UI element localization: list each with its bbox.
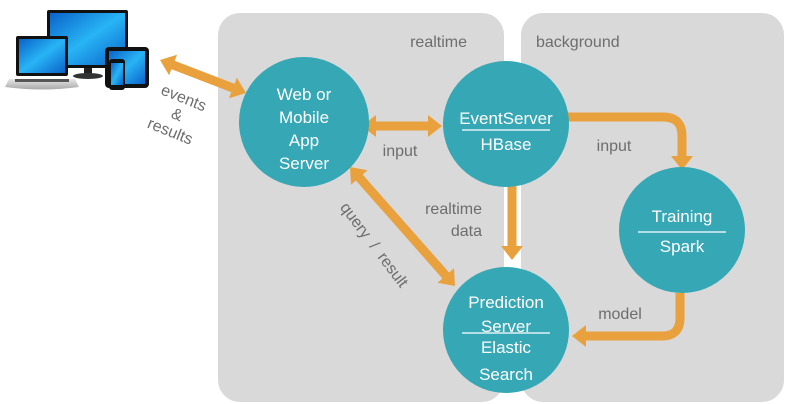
arrow-shaft: [585, 293, 685, 341]
panel-realtime-label: realtime: [410, 34, 467, 51]
arrow-app-prediction: [350, 167, 455, 286]
node-subtitle-line: Search: [479, 365, 533, 384]
node-title-line: Training: [652, 207, 713, 226]
node-circle: [239, 57, 369, 187]
edge-label-event-prediction-line1: realtime: [425, 201, 482, 218]
arrow-shaft: [167, 59, 239, 94]
node-title-line: Web or: [277, 85, 332, 104]
node-title-line: App: [289, 131, 319, 150]
edge-label-training-prediction: model: [598, 306, 642, 323]
arrow-event-training: [566, 112, 693, 170]
arrowhead: [437, 268, 455, 286]
node-circle: [443, 61, 569, 187]
arrowhead: [229, 77, 246, 99]
arrows: [160, 54, 693, 347]
edge-label-event-training: input: [597, 138, 632, 155]
arrowhead: [671, 156, 693, 170]
node-title-line: Server: [481, 317, 531, 336]
node-title-line: Mobile: [279, 108, 329, 127]
arrowhead: [160, 54, 177, 76]
arrowhead: [350, 167, 368, 185]
arrow-event-prediction: [501, 186, 523, 260]
phone-icon: [109, 59, 125, 90]
arrow-shaft: [566, 112, 687, 158]
arrowhead: [572, 325, 586, 347]
panel-background-label: background: [536, 34, 620, 51]
node-title-line: Server: [279, 154, 329, 173]
node-subtitle-line: Spark: [660, 237, 705, 256]
arrow-shaft: [353, 171, 452, 282]
node-title-line: Prediction: [468, 293, 544, 312]
arrow-devices-app: [160, 54, 246, 99]
node-circle: [443, 267, 569, 393]
node-subtitle-line: HBase: [480, 135, 531, 154]
node-subtitle-line: Elastic: [481, 338, 532, 357]
arrowhead: [362, 115, 376, 137]
arrowhead: [428, 115, 442, 137]
edge-label-event-prediction-line2: data: [451, 223, 482, 240]
devices-icon: [5, 10, 149, 90]
node-circle: [619, 167, 745, 293]
edge-label-devices-app: events & results: [145, 82, 209, 149]
arrow-training-prediction: [572, 293, 685, 347]
laptop-icon: [5, 36, 79, 90]
node-title-line: EventServer: [459, 109, 553, 128]
edge-label-app-event: input: [383, 143, 418, 160]
arrow-app-event: [362, 115, 442, 137]
arrowhead: [501, 246, 523, 260]
